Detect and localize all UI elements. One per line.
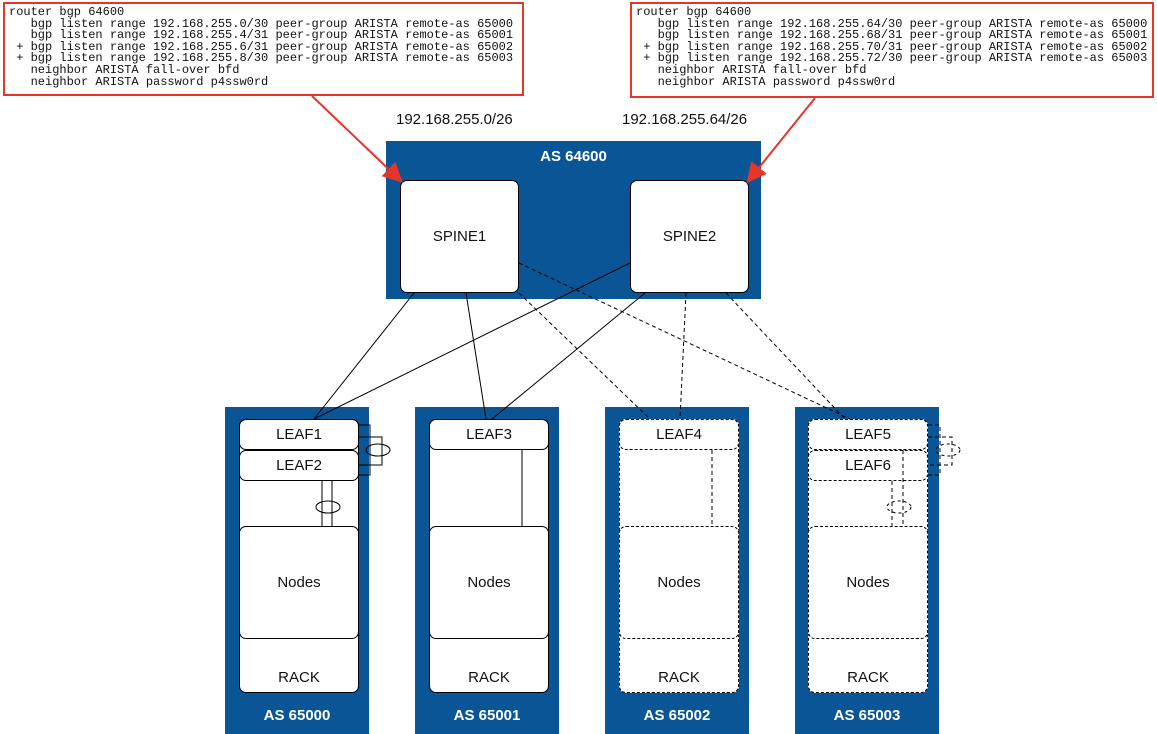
rack1-mlag-peer-link-2 [358,436,383,466]
spine2-subnet-label: 192.168.255.64/26 [622,111,748,128]
rack1-as-label: AS 65000 [263,707,331,724]
rack2-as-label: AS 65001 [453,707,521,724]
rack1-mlag-ellipse [365,443,391,457]
spine2-bgp-config-text: router bgp 64600 bgp listen range 192.16… [636,5,1148,89]
link-spine1-leaf5 [518,262,851,420]
spine1-node: SPINE1 [400,180,519,293]
spine1-bgp-config-text: router bgp 64600 bgp listen range 192.16… [9,5,514,89]
rack2-label: RACK [468,669,510,686]
rack4-label: RACK [847,669,889,686]
spine2-bgp-config-box: router bgp 64600 bgp listen range 192.16… [630,2,1154,98]
rack4-mlag-peer-link [928,424,941,476]
link-spine2-leaf1 [313,262,631,420]
rack3-nodes: Nodes [619,526,739,639]
spine1-bgp-config-box: router bgp 64600 bgp listen range 192.16… [3,2,524,96]
spine1-config-arrow [311,95,403,183]
rack2-nodes: Nodes [429,526,549,639]
rack3-as-label: AS 65002 [643,707,711,724]
rack4-node-lag-ellipse [886,500,912,514]
leaf2-node: LEAF2 [239,450,359,481]
leaf6-node: LEAF6 [808,450,928,481]
leaf3-node: LEAF3 [429,419,549,450]
rack1-nodes: Nodes [239,526,359,639]
rack1-node-lag-ellipse [315,500,341,514]
rack1-mlag-peer-link [358,424,371,476]
link-spine1-leaf4 [518,292,651,420]
link-spine1-leaf1 [313,292,415,420]
leaf4-node: LEAF4 [619,419,739,450]
spine1-subnet-label: 192.168.255.0/26 [396,111,513,128]
rack4-as-label: AS 65003 [833,707,901,724]
link-spine2-leaf4 [679,292,687,420]
spine-as-label: AS 64600 [540,148,607,165]
rack1-label: RACK [278,669,320,686]
link-spine2-leaf3 [491,292,646,420]
link-spine2-leaf5 [725,292,846,420]
spine2-config-arrow [746,97,816,184]
leaf5-node: LEAF5 [808,419,928,450]
rack4-nodes: Nodes [808,526,928,639]
rack4-mlag-peer-link-2 [928,436,953,466]
rack3-label: RACK [658,669,700,686]
link-spine1-leaf3 [465,292,487,420]
leaf1-node: LEAF1 [239,419,359,450]
rack4-mlag-ellipse [935,443,961,457]
spine2-node: SPINE2 [630,180,749,293]
